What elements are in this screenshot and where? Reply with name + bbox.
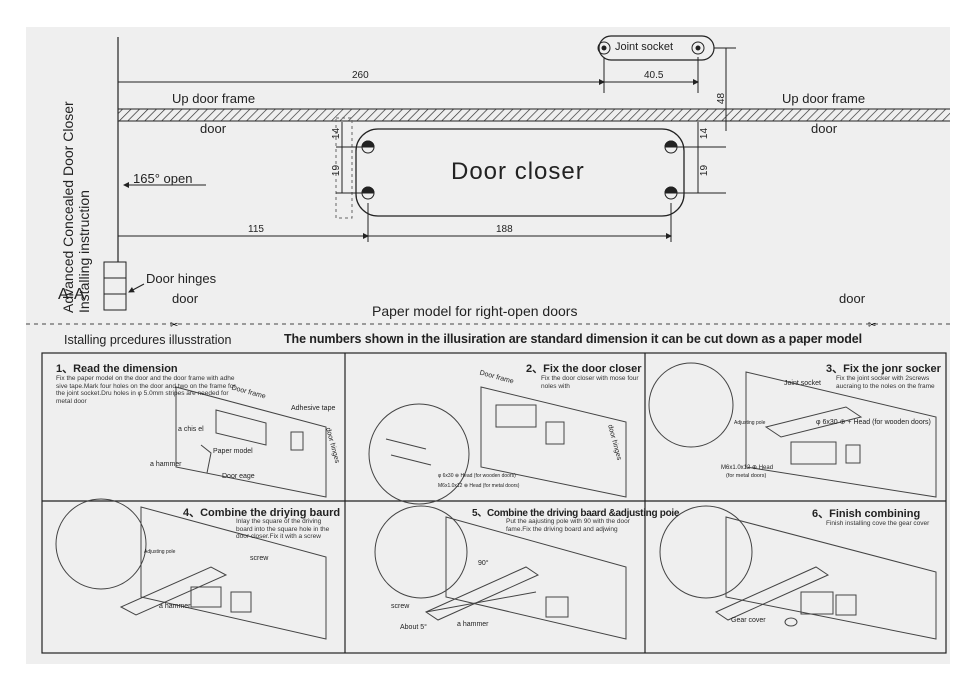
- procedures-title: Istalling prcedures illusstration: [64, 333, 232, 347]
- step-6-callout-gear-cover: Gear cover: [731, 617, 766, 624]
- step-3-title: 3、Fix the jonr socker: [826, 363, 941, 375]
- step-3-callout-joint-socket: Joint socket: [784, 380, 821, 387]
- door-frame-hatch: [118, 109, 950, 121]
- up-door-frame-left: Up door frame: [172, 91, 256, 106]
- door-closer-outline: [355, 128, 685, 217]
- technical-drawing: ✂ ✂: [26, 35, 950, 654]
- step-4-title: 4、Combine the driying baurd: [183, 507, 341, 519]
- dimension-40-5: 40.5: [644, 70, 664, 81]
- step-2-callout-wood-screw: φ 6x30 ⊕ Head (for wooden doors): [438, 473, 516, 479]
- up-door-frame-right: Up door frame: [782, 91, 866, 106]
- step-5-callout-90deg: 90°: [478, 560, 489, 567]
- dimension-note: The numbers shown in the illusiration ar…: [284, 332, 863, 346]
- paper-model-title: Paper model for right-open doors: [372, 303, 578, 319]
- step-1-callout-hammer: a hammer: [150, 461, 182, 468]
- step-3-callout-adjusting-pole: Adjusting pole: [734, 420, 766, 426]
- step-6-title: 6、Finish combining: [812, 508, 921, 520]
- step-1-callout-adhesive-tape: Adhesive tape: [291, 405, 336, 412]
- step-2-text: Fix the door closer with mose four noles…: [541, 375, 639, 390]
- dimension-115: 115: [248, 224, 264, 235]
- step-6-text: Finish installing cove the gear cover: [826, 520, 930, 527]
- step-3-callout-metal-screw: M6x1.0x12 ⊕ Head: [721, 465, 774, 471]
- step-1-text: Fix the paper model on the door and the …: [56, 375, 236, 405]
- dimension-188: 188: [496, 224, 513, 235]
- dimension-19-left: 19: [331, 164, 343, 177]
- dimension-19-right: 19: [699, 164, 711, 177]
- door-closer-label: Door closer: [451, 158, 585, 185]
- step-1-callout-door-edge: Door eage: [222, 473, 255, 480]
- open-angle-label: 165° open: [133, 171, 193, 186]
- dimension-14-left: 14: [331, 127, 343, 140]
- step-1-callout-chisel: a chis el: [178, 426, 204, 433]
- step-5-callout-screw: screw: [391, 603, 410, 610]
- dimension-14-right: 14: [699, 127, 711, 140]
- door-bottom-right: door: [839, 291, 866, 306]
- vertical-title-line2: Installing instruction: [76, 190, 92, 313]
- step-4-callout-adjusting-pole: Adjusting pole: [144, 549, 176, 555]
- step-4-text: Inlay the square of the driving board in…: [236, 518, 330, 540]
- dimension-48: 48: [716, 92, 728, 105]
- hinge-drawing: [103, 261, 127, 311]
- step-3-callout-wood-screw: φ 6x30 ⊕ + Head (for wooden doors): [816, 419, 931, 426]
- section-label: A-A: [58, 286, 85, 303]
- step-5-callout-hammer: a hammer: [457, 621, 489, 628]
- step-3-callout-metal-doors: (for metal doors): [726, 473, 767, 479]
- step-5-title: 5、Combine the driving baard &adjusting p…: [472, 508, 680, 519]
- vertical-title-line1: Advanced Concealed Door Closer: [60, 101, 76, 313]
- step-2-callout-metal-screw: M6x1.0x12 ⊕ Head (for metal doors): [438, 483, 520, 489]
- door-hinges-label: Door hinges: [146, 271, 217, 286]
- door-label-left: door: [200, 121, 227, 136]
- joint-socket-label: Joint socket: [615, 41, 674, 53]
- dimension-260: 260: [352, 70, 369, 81]
- step-1-title: 1、Read the dimension: [56, 363, 178, 375]
- step-5-text: Put the aajusting pole with 90 with the …: [506, 518, 630, 533]
- svg-text:✂: ✂: [170, 320, 178, 331]
- step-2-title: 2、Fix the door closer: [526, 363, 642, 375]
- step-3-text: Fix the joint socker with 2screws aucrai…: [836, 375, 935, 390]
- svg-text:✂: ✂: [868, 320, 876, 331]
- step-4-callout-hammer: a hammer: [159, 603, 191, 610]
- step-4-callout-screw: screw: [250, 555, 269, 562]
- step-1-callout-paper-model: Paper model: [213, 448, 253, 455]
- instruction-sheet: ✂ ✂: [26, 27, 950, 664]
- step-illustrations: [55, 362, 937, 640]
- door-label-right: door: [811, 121, 838, 136]
- door-bottom-left: door: [172, 291, 199, 306]
- step-5-callout-about-5deg: About 5°: [400, 624, 427, 631]
- vertical-title: Advanced Concealed Door Closer Installin…: [60, 73, 92, 313]
